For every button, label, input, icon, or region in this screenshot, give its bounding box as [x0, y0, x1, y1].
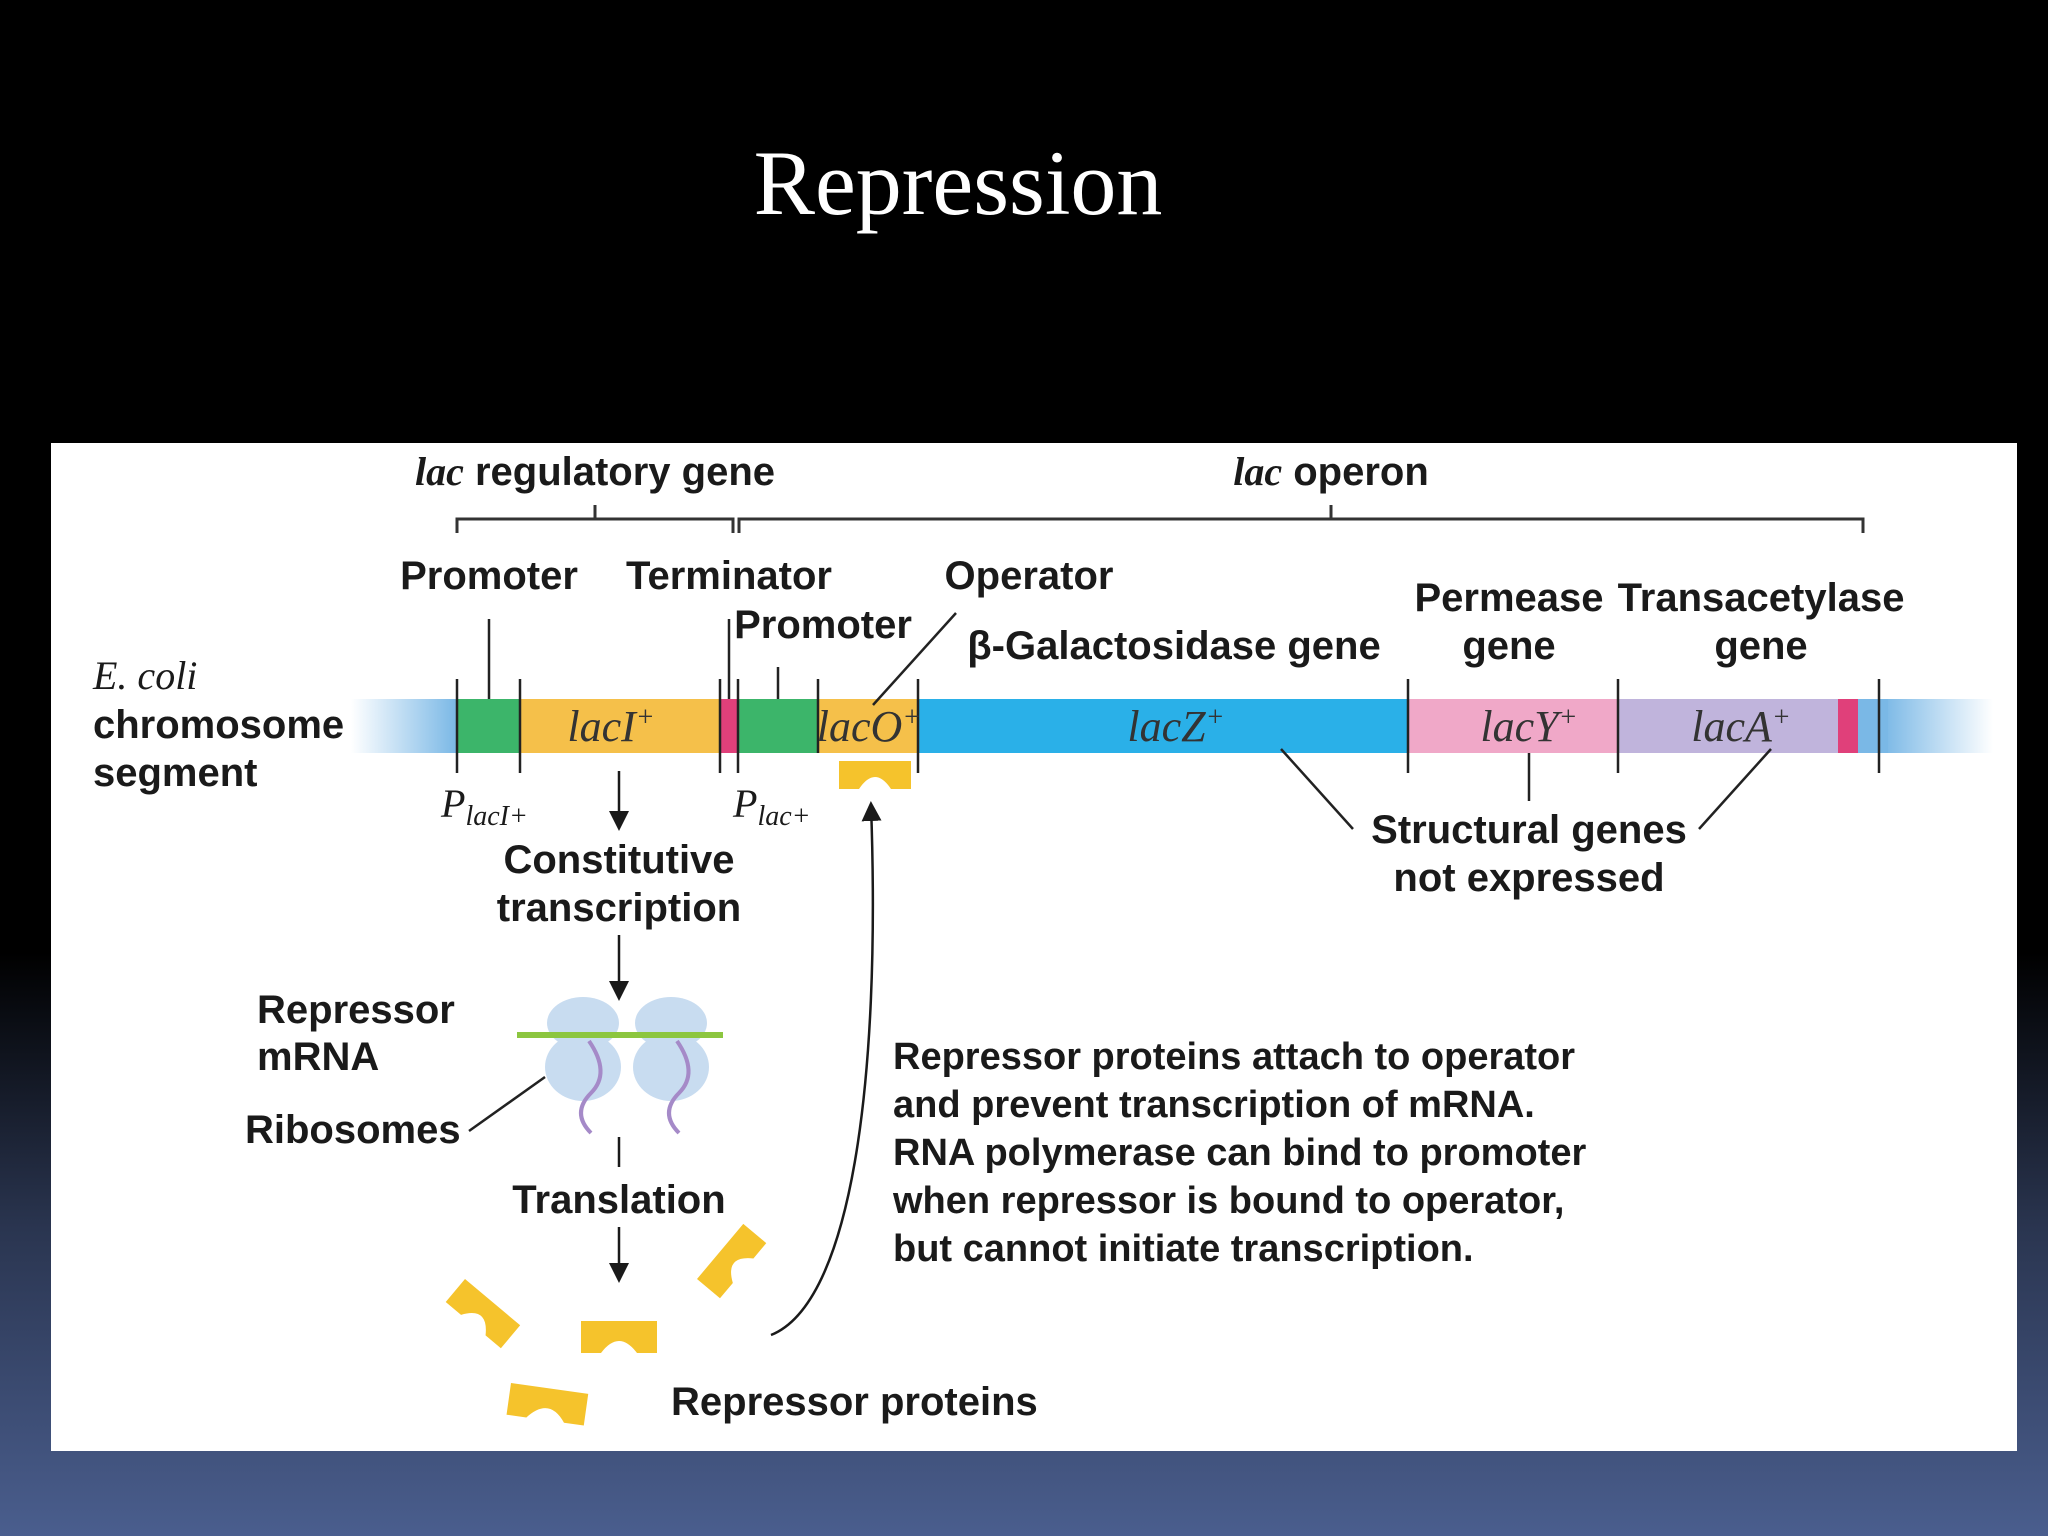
chromosome-bar [351, 679, 1993, 773]
chromosome-left-fade [351, 699, 457, 753]
regulatory-gene-bracket [455, 505, 735, 533]
description-text: Repressor proteins attach to operator an… [892, 1036, 1586, 1270]
lacZ-segment [918, 699, 1408, 753]
regulatory-gene-label: lac regulatory gene [415, 449, 775, 494]
lacI-label: lacI+ [567, 702, 654, 752]
operon-bracket [737, 505, 1865, 533]
lacA-label: lacA+ [1691, 702, 1791, 752]
constitutive-label-2: transcription [497, 886, 741, 930]
diagram-panel: lac regulatory gene lac operon E. coli c… [51, 443, 2017, 1451]
promoter-2-label: Promoter [734, 603, 912, 647]
description-line: RNA polymerase can bind to promoter [893, 1132, 1586, 1174]
repressor-mrna-label-1: Repressor [257, 988, 455, 1032]
description-line: but cannot initiate transcription. [893, 1228, 1474, 1270]
operator-label: Operator [945, 554, 1114, 598]
end-terminator-segment [1838, 699, 1858, 753]
constitutive-label-1: Constitutive [503, 838, 734, 882]
chromosome-label: chromosome [93, 703, 344, 747]
ribosome-left [545, 997, 621, 1135]
beta-galactosidase-label: β-Galactosidase gene [967, 624, 1380, 668]
lacY-segment [1408, 699, 1618, 753]
lacY-label: lacY+ [1480, 702, 1577, 752]
segment-label: segment [93, 751, 258, 795]
description-line: and prevent transcription of mRNA. [893, 1084, 1535, 1126]
lacO-segment [818, 699, 918, 753]
lacA-segment [1618, 699, 1838, 753]
description-line: when repressor is bound to operator, [892, 1180, 1564, 1222]
promoter-1-label: Promoter [400, 554, 578, 598]
chromosome-right-fade [1883, 699, 1993, 753]
lacI-segment [520, 699, 720, 753]
slide-title: Repression [753, 132, 1163, 234]
binding-arrow [770, 801, 882, 1337]
ecoli-label: E. coli [92, 653, 197, 698]
repressor-protein-4 [506, 1383, 589, 1426]
promoter-lacI-segment [457, 699, 520, 753]
transacetylase-label-2: gene [1714, 624, 1807, 668]
structural-genes-label-1: Structural genes [1371, 808, 1687, 852]
terminator-segment [720, 699, 738, 753]
operon-label: lac operon [1233, 449, 1429, 494]
permease-label-2: gene [1462, 624, 1555, 668]
bound-repressor [839, 761, 911, 789]
chromosome-tail [1858, 699, 1888, 753]
lac-operon-diagram: lac regulatory gene lac operon E. coli c… [92, 449, 1993, 1426]
repressor-protein-3 [697, 1223, 767, 1299]
repressor-mrna-label-2: mRNA [257, 1035, 379, 1079]
p-lacI-label: PlacI+ [440, 781, 528, 832]
description-line: Repressor proteins attach to operator [893, 1036, 1575, 1078]
repressor-protein-2 [581, 1321, 657, 1353]
translation-label: Translation [512, 1178, 725, 1222]
permease-label-1: Permease [1414, 576, 1603, 620]
repressor-protein-1 [445, 1279, 521, 1349]
ribosome-right [633, 997, 709, 1135]
lacZ-label: lacZ+ [1127, 702, 1224, 752]
p-lac-label: Plac+ [732, 781, 811, 832]
structural-genes-label-2: not expressed [1393, 856, 1664, 900]
terminator-label: Terminator [626, 554, 832, 598]
lacO-label: lacO+ [817, 702, 921, 752]
promoter-lac-segment [738, 699, 818, 753]
ribosomes-label: Ribosomes [245, 1108, 461, 1152]
repressor-proteins-label: Repressor proteins [671, 1380, 1038, 1424]
transacetylase-label-1: Transacetylase [1618, 576, 1905, 620]
